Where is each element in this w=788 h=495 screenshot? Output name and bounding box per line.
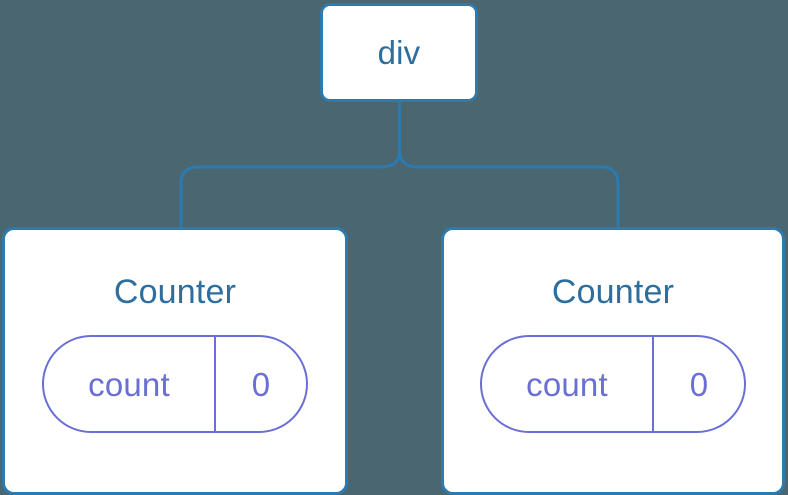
state-key-label-counter-1: count <box>88 365 170 403</box>
state-value-cell-counter-1: 0 <box>216 337 306 431</box>
connector-branch-right <box>398 149 620 227</box>
state-value-cell-counter-2: 0 <box>654 337 744 431</box>
state-value-label-counter-1: 0 <box>251 365 271 403</box>
state-key-label-counter-2: count <box>526 365 608 403</box>
connector-branch-left <box>179 149 401 227</box>
node-counter-1[interactable]: Counter count 0 <box>2 227 348 495</box>
state-pill-counter-2[interactable]: count 0 <box>480 335 746 433</box>
node-div[interactable]: div <box>320 3 478 102</box>
state-pill-counter-1[interactable]: count 0 <box>42 335 308 433</box>
node-div-label: div <box>377 34 421 71</box>
state-value-label-counter-2: 0 <box>689 365 709 403</box>
node-counter-2-label: Counter <box>551 273 675 311</box>
state-key-cell-counter-1: count <box>44 337 216 431</box>
node-counter-2[interactable]: Counter count 0 <box>441 227 785 495</box>
state-key-cell-counter-2: count <box>482 337 654 431</box>
node-counter-1-label: Counter <box>113 273 237 311</box>
